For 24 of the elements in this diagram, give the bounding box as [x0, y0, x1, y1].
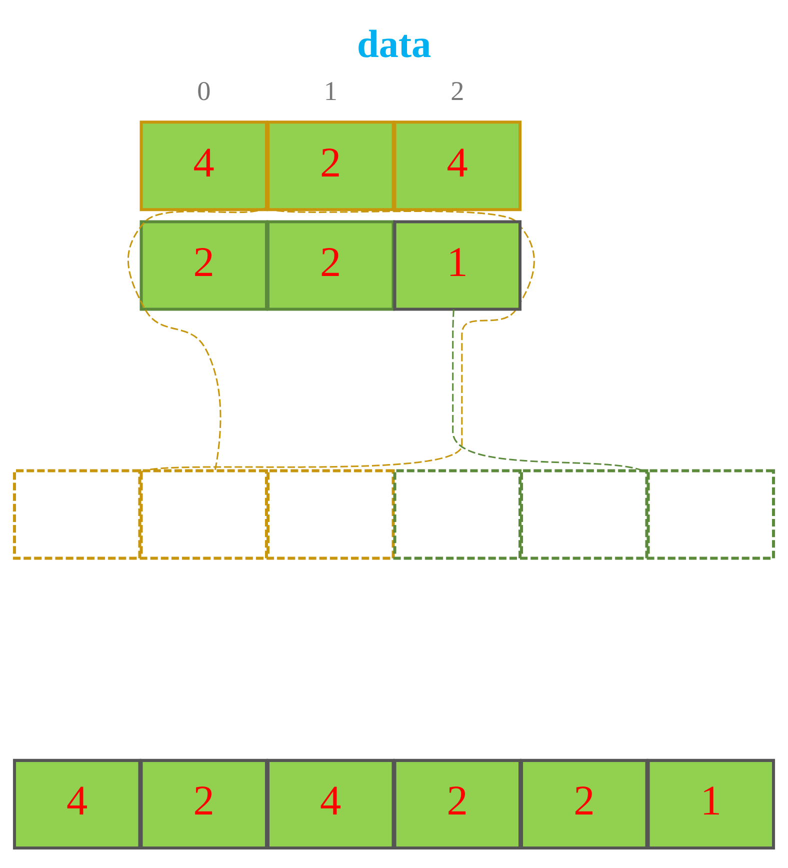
node-box: [266, 468, 395, 560]
node-box: [393, 468, 522, 560]
node-box: [12, 468, 142, 560]
connector: [128, 206, 268, 470]
node-box: [140, 468, 268, 560]
node-box: 1: [393, 220, 522, 310]
label: 1: [324, 76, 338, 106]
label: 0: [197, 76, 211, 106]
node-box: 2: [140, 758, 268, 849]
node-box: 2: [393, 758, 522, 849]
node-box: 4: [140, 120, 268, 211]
node-box: 4: [12, 758, 142, 849]
label: 2: [450, 76, 464, 106]
node-box: 4: [393, 120, 522, 211]
node-box: 4: [266, 758, 395, 849]
node-box: 1: [646, 758, 776, 849]
node-box: 2: [266, 120, 395, 211]
node-box: 2: [140, 220, 268, 310]
node-box: [646, 468, 776, 560]
node-box: 2: [266, 220, 395, 310]
diagram-title: data: [357, 22, 432, 66]
connector: [140, 206, 535, 473]
node-box: 2: [520, 758, 648, 849]
node-box: [520, 468, 648, 560]
